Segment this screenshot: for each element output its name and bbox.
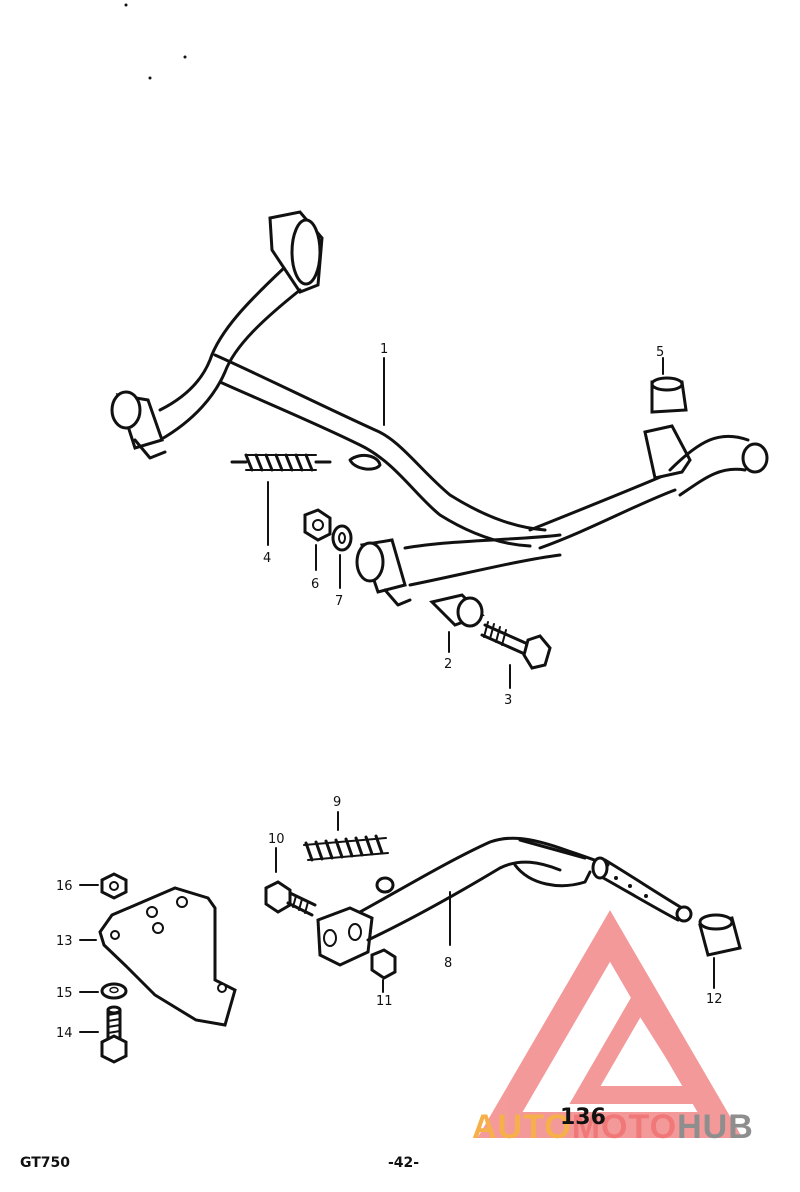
watermark-auto: AUTO xyxy=(472,1108,572,1146)
stopper-part-12 xyxy=(698,913,742,989)
spring-part-4 xyxy=(230,453,332,546)
label-part-12: 12 xyxy=(706,992,723,1007)
bolt-part-14 xyxy=(79,1005,128,1064)
label-part-15: 15 xyxy=(56,986,73,1001)
nut-part-11 xyxy=(370,948,397,993)
watermark-text: AUTOMOTOHUB xyxy=(472,1108,754,1147)
watermark-triangle-icon xyxy=(477,910,743,1138)
model-code: GT750 xyxy=(20,1155,71,1171)
label-part-16: 16 xyxy=(56,879,73,894)
spacer-part-2 xyxy=(429,593,485,653)
part-number-labels: 1 2 3 4 5 6 7 8 9 10 11 12 13 14 15 16 xyxy=(56,342,723,1041)
figure-number: 136 xyxy=(560,1105,606,1130)
page-number: -42- xyxy=(388,1155,420,1171)
label-part-8: 8 xyxy=(444,956,452,971)
spring-part-9 xyxy=(303,811,389,862)
label-part-1: 1 xyxy=(380,342,388,357)
bolt-part-3 xyxy=(480,621,552,689)
stopper-part-5 xyxy=(650,357,688,414)
scan-specks xyxy=(124,3,187,80)
label-part-5: 5 xyxy=(656,345,664,360)
label-part-9: 9 xyxy=(333,795,341,810)
label-part-10: 10 xyxy=(268,832,285,847)
nut-part-16 xyxy=(79,872,128,900)
watermark-hub: HUB xyxy=(677,1108,754,1146)
side-stand-part-8 xyxy=(316,836,693,967)
washer-part-15 xyxy=(79,982,128,1000)
label-part-11: 11 xyxy=(376,994,393,1009)
label-part-3: 3 xyxy=(504,693,512,708)
label-part-2: 2 xyxy=(444,657,452,672)
washer-part-7 xyxy=(331,524,353,589)
center-stand-part-1 xyxy=(110,210,769,607)
label-part-6: 6 xyxy=(311,577,319,592)
label-part-13: 13 xyxy=(56,934,73,949)
bolt-part-10 xyxy=(264,847,317,917)
label-part-4: 4 xyxy=(263,551,271,566)
watermark-moto: MOTO xyxy=(571,1108,678,1146)
label-part-7: 7 xyxy=(335,594,343,609)
bracket-part-13 xyxy=(79,886,237,1027)
nut-part-6 xyxy=(303,508,332,571)
label-part-14: 14 xyxy=(56,1026,73,1041)
